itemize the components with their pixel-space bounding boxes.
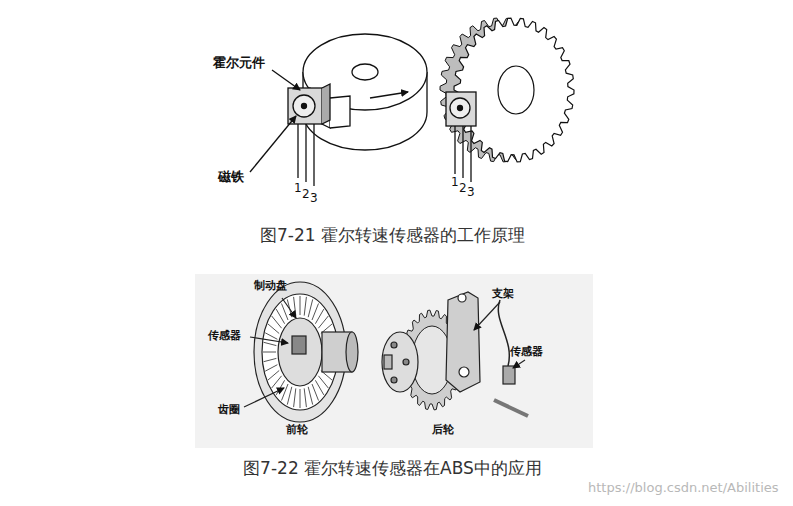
watermark: https://blog.csdn.net/Abilities: [588, 481, 779, 495]
part-label: 支架: [492, 288, 514, 300]
disc-vane: [315, 380, 323, 395]
disc-vane: [300, 389, 301, 408]
disc-vane: [300, 296, 301, 315]
part-label: 霍尔元件: [213, 56, 265, 70]
disc-vane: [294, 297, 296, 316]
disc-vane: [268, 324, 279, 334]
hall-sensor: [446, 92, 476, 182]
pin-number: 2: [302, 188, 310, 201]
part-label: 制动盘: [254, 280, 287, 292]
gear-hole: [498, 66, 534, 114]
rear-hub: [382, 292, 528, 416]
part-label: 传感器: [208, 330, 241, 342]
disc-vane: [294, 388, 296, 407]
disc-vane: [318, 376, 328, 388]
disc-vane: [272, 376, 282, 388]
part-label: 齿圈: [218, 404, 240, 416]
disc-vane: [265, 365, 277, 372]
gear-wheel: [440, 18, 574, 162]
part-label: 传感器: [510, 346, 543, 358]
disc-vane: [265, 333, 277, 340]
disc-vane: [315, 309, 323, 324]
figure-caption: 图7-21 霍尔转速传感器的工作原理: [0, 226, 789, 245]
disc-vane: [276, 380, 284, 395]
disc-vane: [264, 342, 277, 345]
disc-vane: [276, 309, 284, 324]
disc-vane: [318, 316, 328, 328]
pin-number: 3: [310, 192, 318, 205]
front-wheel: [244, 282, 358, 422]
pin-number: 1: [294, 182, 302, 195]
disc-vane: [268, 371, 279, 381]
photo-ground: [195, 274, 593, 448]
disc-vane: [282, 384, 289, 401]
disc-vane: [287, 387, 292, 405]
disc-vane: [264, 358, 277, 361]
disc-vane: [308, 387, 313, 405]
part-label: 后轮: [432, 424, 454, 436]
disc-vane: [312, 384, 319, 401]
part-label: 磁铁: [218, 170, 244, 184]
hall-sensor: [250, 70, 330, 186]
gear-face: [454, 18, 574, 162]
disc-vane: [308, 299, 313, 317]
disc-vane: [263, 352, 276, 353]
part-label: 前轮: [286, 424, 308, 436]
pin-number: 3: [467, 186, 475, 199]
disc-vane: [272, 316, 282, 328]
pin-number: 1: [451, 176, 459, 189]
disc-vane: [304, 297, 306, 316]
pin-number: 2: [459, 182, 467, 195]
disc-vane: [312, 304, 319, 321]
disc-vane: [304, 388, 306, 407]
figure-caption: 图7-22 霍尔转速传感器在ABS中的应用: [0, 459, 789, 478]
